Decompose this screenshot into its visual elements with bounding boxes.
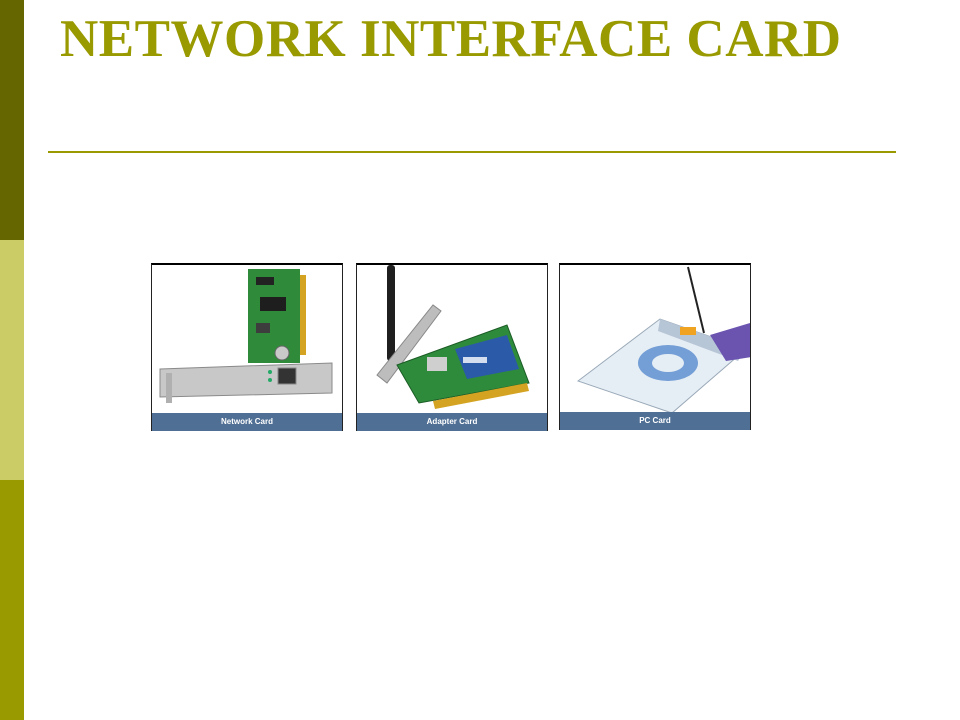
antenna	[387, 265, 395, 361]
wireless-pci-adapter-image	[376, 265, 530, 409]
label-stripe	[463, 357, 487, 363]
metal-bracket	[376, 304, 442, 384]
title-divider	[48, 151, 896, 153]
pc-card-figure: PC Card	[559, 263, 751, 430]
chip	[256, 277, 274, 285]
chip-small	[256, 323, 270, 333]
brand-sticker	[680, 327, 696, 335]
sidebar-band-top	[0, 0, 24, 240]
adapter-card-caption: Adapter Card	[357, 413, 547, 431]
adapter-card-figure: Adapter Card	[356, 263, 548, 431]
gold-contacts	[300, 275, 306, 355]
bracket-tab	[166, 373, 172, 403]
sidebar-band-bottom	[0, 480, 24, 720]
rj45-port	[277, 367, 297, 385]
antenna	[687, 266, 705, 334]
led-2	[268, 378, 272, 382]
slide-title: NETWORK INTERFACE CARD	[60, 10, 842, 68]
sidebar-band-middle	[0, 240, 24, 480]
gold-contacts	[433, 383, 529, 409]
pcmcia-card-image	[576, 266, 750, 414]
main-chip	[260, 297, 286, 311]
led-1	[268, 370, 272, 374]
chip-shield	[427, 357, 447, 371]
metal-bracket	[159, 362, 333, 398]
network-card-figure: Network Card	[151, 263, 343, 431]
nic-card-image	[159, 269, 333, 403]
pc-card-caption: PC Card	[560, 412, 750, 430]
capacitor	[274, 345, 290, 361]
card-graphic-center	[652, 354, 684, 372]
network-card-caption: Network Card	[152, 413, 342, 431]
antenna-housing	[710, 323, 750, 361]
